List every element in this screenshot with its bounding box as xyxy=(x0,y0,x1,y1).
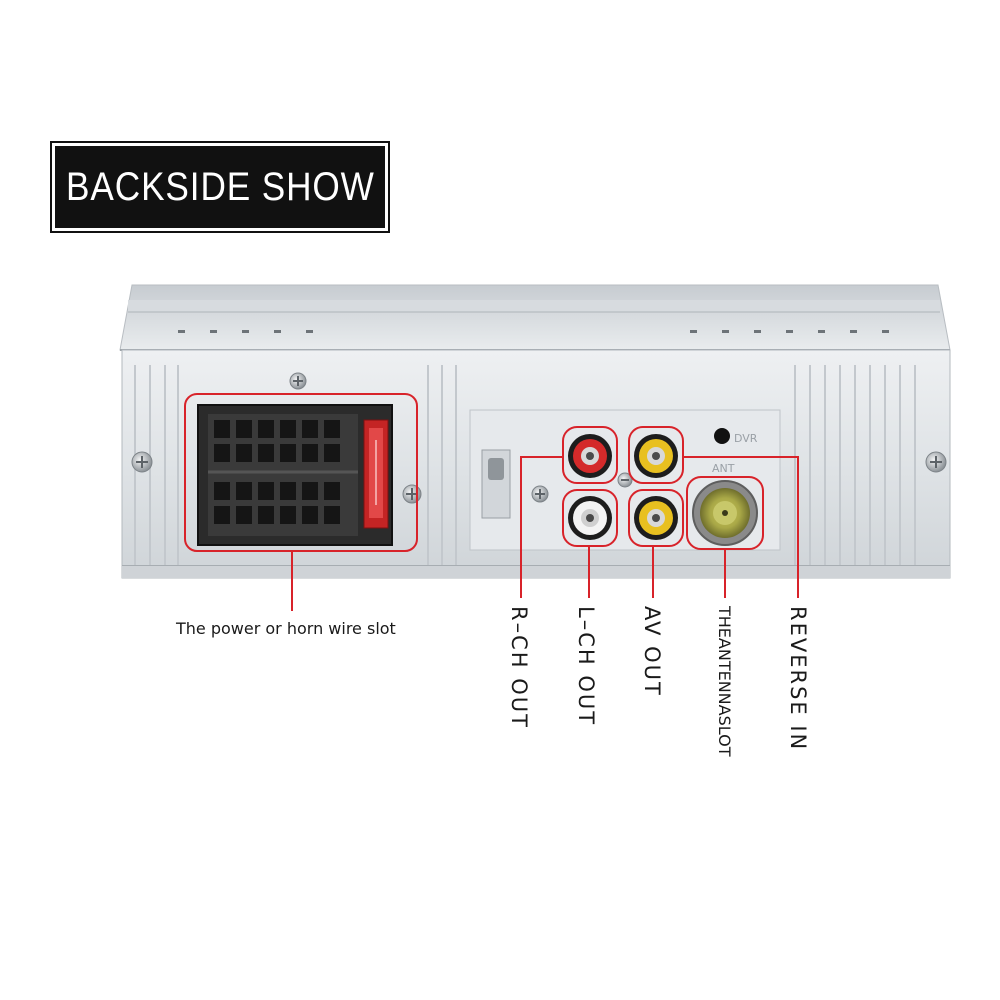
screw-icon xyxy=(531,485,549,503)
ant-text: ANT xyxy=(712,462,735,475)
title-text: BACKSIDE SHOW xyxy=(65,164,375,209)
iso-power-connector xyxy=(197,404,393,546)
reverse-in-label: REVERSE IN xyxy=(786,606,810,752)
screw-icon xyxy=(402,484,422,504)
chassis-top xyxy=(119,284,951,351)
title-banner: BACKSIDE SHOW xyxy=(50,141,390,233)
l-ch-out-label: L–CH OUT xyxy=(574,606,598,727)
screw-icon xyxy=(289,372,307,390)
antenna-slot-label: THEANTENNASLOT xyxy=(715,606,734,757)
antenna-socket xyxy=(692,480,758,546)
dvr-text: DVR xyxy=(734,432,758,445)
dvr-port xyxy=(714,428,730,444)
slide-switch xyxy=(481,449,511,519)
power-slot-label: The power or horn wire slot xyxy=(176,619,396,638)
screw-icon xyxy=(925,451,947,473)
screw-icon xyxy=(131,451,153,473)
rca-jack-yellow-top xyxy=(634,434,678,478)
callout-lines xyxy=(184,393,799,611)
av-out-label: AV OUT xyxy=(640,606,664,697)
rca-jack-white xyxy=(568,496,612,540)
rca-jack-yellow-bottom xyxy=(634,496,678,540)
r-ch-out-label: R–CH OUT xyxy=(507,606,531,729)
rca-jack-red xyxy=(568,434,612,478)
screw-icon xyxy=(617,472,633,488)
